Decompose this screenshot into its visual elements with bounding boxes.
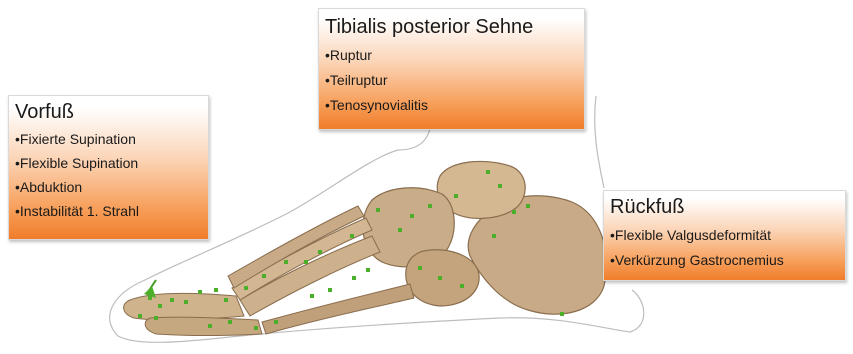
- tibialis-item: •Ruptur: [325, 46, 584, 64]
- green-square-marker-icon: [318, 250, 322, 254]
- green-square-marker-icon: [148, 296, 152, 300]
- green-square-marker-icon: [214, 288, 218, 292]
- tibialis-title: Tibialis posterior Sehne: [325, 15, 584, 39]
- rueckfuss-item: •Verkürzung Gastrocnemius: [610, 251, 845, 269]
- green-square-marker-icon: [304, 260, 308, 264]
- green-square-marker-icon: [328, 288, 332, 292]
- vorfuss-callout-box: Vorfuß •Fixierte Supination •Flexible Su…: [8, 95, 209, 240]
- green-square-marker-icon: [560, 312, 564, 316]
- green-square-marker-icon: [438, 276, 442, 280]
- green-square-marker-icon: [428, 204, 432, 208]
- vorfuss-item: •Flexible Supination: [15, 154, 208, 172]
- green-square-marker-icon: [376, 208, 380, 212]
- cuboid-bone: [406, 250, 479, 306]
- green-arrow-icon: [144, 280, 156, 298]
- green-square-marker-icon: [486, 170, 490, 174]
- green-square-marker-icon: [208, 324, 212, 328]
- green-square-marker-icon: [398, 228, 402, 232]
- green-square-marker-icon: [352, 276, 356, 280]
- vorfuss-title: Vorfuß: [15, 100, 208, 124]
- green-square-marker-icon: [418, 266, 422, 270]
- green-square-marker-icon: [498, 184, 502, 188]
- ankle-outline: [595, 96, 604, 188]
- green-square-marker-icon: [262, 274, 266, 278]
- phalanges-lesser-toes: [145, 317, 262, 335]
- green-square-marker-icon: [154, 316, 158, 320]
- vorfuss-item: •Instabilität 1. Strahl: [15, 202, 208, 220]
- green-square-marker-icon: [244, 286, 248, 290]
- rueckfuss-callout-box: Rückfuß •Flexible Valgusdeformität •Verk…: [603, 190, 846, 281]
- green-square-marker-icon: [184, 300, 188, 304]
- green-square-marker-icon: [274, 320, 278, 324]
- green-square-marker-icon: [492, 234, 496, 238]
- tibialis-item: •Teilruptur: [325, 71, 584, 89]
- green-square-marker-icon: [460, 284, 464, 288]
- green-square-marker-icon: [310, 294, 314, 298]
- green-square-marker-icon: [410, 214, 414, 218]
- tibialis-callout-box: Tibialis posterior Sehne •Ruptur •Teilru…: [318, 8, 585, 130]
- green-square-marker-icon: [512, 210, 516, 214]
- rueckfuss-list: •Flexible Valgusdeformität •Verkürzung G…: [610, 226, 845, 269]
- green-square-marker-icon: [526, 204, 530, 208]
- green-square-marker-icon: [454, 194, 458, 198]
- green-square-marker-icon: [228, 320, 232, 324]
- green-square-marker-icon: [284, 260, 288, 264]
- vorfuss-list: •Fixierte Supination •Flexible Supinatio…: [15, 130, 208, 220]
- tibialis-item: •Tenosynovialitis: [325, 96, 584, 114]
- green-square-marker-icon: [158, 304, 162, 308]
- green-square-marker-icon: [170, 298, 174, 302]
- vorfuss-item: •Fixierte Supination: [15, 130, 208, 148]
- vorfuss-item: •Abduktion: [15, 178, 208, 196]
- green-square-marker-icon: [138, 314, 142, 318]
- green-square-marker-icon: [198, 290, 202, 294]
- green-square-marker-icon: [224, 298, 228, 302]
- green-square-marker-icon: [366, 268, 370, 272]
- rueckfuss-title: Rückfuß: [610, 195, 845, 219]
- green-square-marker-icon: [254, 326, 258, 330]
- tibialis-list: •Ruptur •Teilruptur •Tenosynovialitis: [325, 46, 584, 114]
- rueckfuss-item: •Flexible Valgusdeformität: [610, 226, 845, 244]
- green-square-marker-icon: [350, 234, 354, 238]
